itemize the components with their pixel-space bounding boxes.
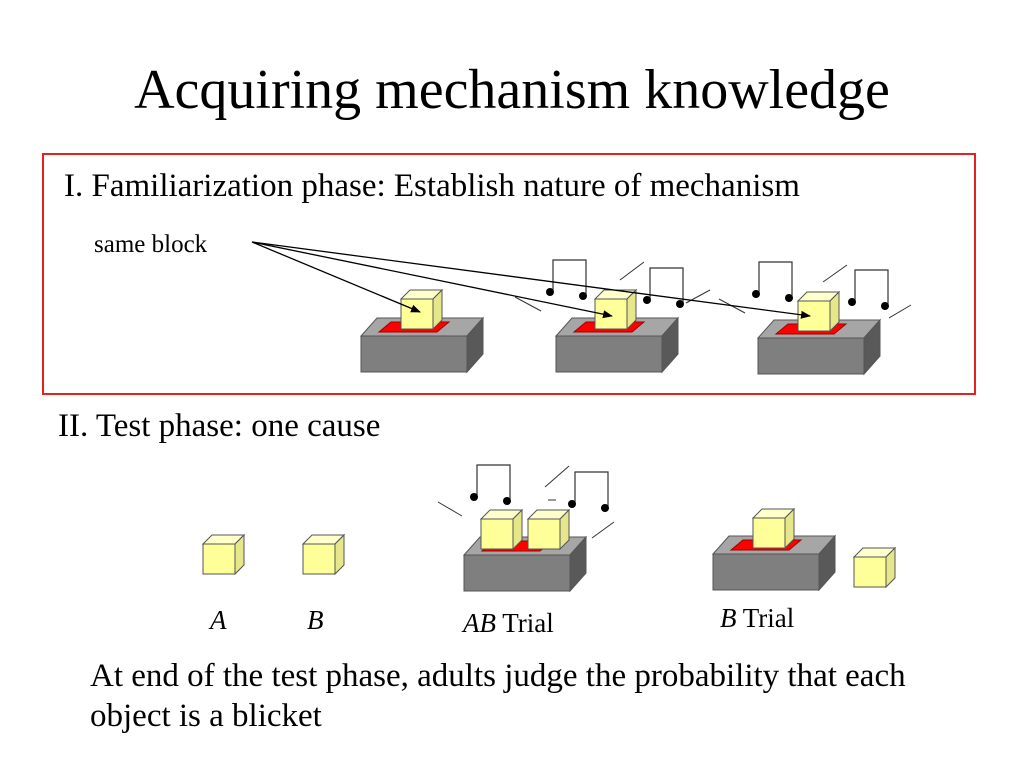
test-phase-heading: II. Test phase: one cause	[58, 408, 381, 444]
music-note-icon	[470, 464, 511, 505]
sound-line	[888, 304, 912, 319]
b-trial-block	[751, 507, 796, 550]
slide-title: Acquiring mechanism knowledge	[134, 59, 890, 121]
sound-line	[619, 261, 645, 281]
familiarization-detector-1	[359, 316, 485, 374]
pointer-arrow	[251, 241, 613, 319]
ab-trial-word: Trial	[496, 608, 554, 638]
music-note-icon	[752, 261, 793, 302]
object-a-label: A	[210, 604, 227, 636]
sound-line	[544, 465, 570, 488]
music-note-icon	[546, 259, 587, 300]
music-note-icon	[848, 269, 889, 310]
familiarization-frame	[42, 153, 976, 395]
conclusion-text: At end of the test phase, adults judge t…	[90, 658, 906, 734]
pointer-arrow	[251, 241, 421, 313]
ab-trial-objects: AB	[463, 608, 496, 638]
familiarization-block-1	[399, 288, 444, 331]
sound-line	[685, 289, 711, 304]
ab-trial-block-b	[526, 508, 571, 551]
sound-line	[437, 501, 463, 517]
b-trial-word: Trial	[736, 603, 795, 633]
block-a-icon	[201, 533, 246, 576]
object-a-name: A	[210, 605, 227, 635]
b-trial-object: B	[720, 603, 737, 633]
familiarization-block-2	[593, 288, 638, 331]
familiarization-block-3	[796, 290, 841, 333]
b-trial-off-block	[852, 546, 897, 589]
sound-line	[591, 521, 615, 539]
ab-trial-block-a	[479, 508, 524, 551]
familiarization-heading: I. Familiarization phase: Establish natu…	[64, 168, 800, 204]
block-b-icon	[301, 533, 346, 576]
ab-trial-label: AB Trial	[463, 607, 554, 639]
sound-line	[514, 296, 542, 312]
object-b-name: B	[307, 605, 324, 635]
sound-line	[822, 264, 848, 283]
b-trial-label: B Trial	[720, 602, 794, 634]
music-note-icon	[643, 267, 684, 308]
object-b-label: B	[307, 604, 324, 636]
pointer-arrow	[251, 241, 811, 319]
music-note-icon	[568, 471, 609, 512]
same-block-label: same block	[94, 231, 208, 258]
